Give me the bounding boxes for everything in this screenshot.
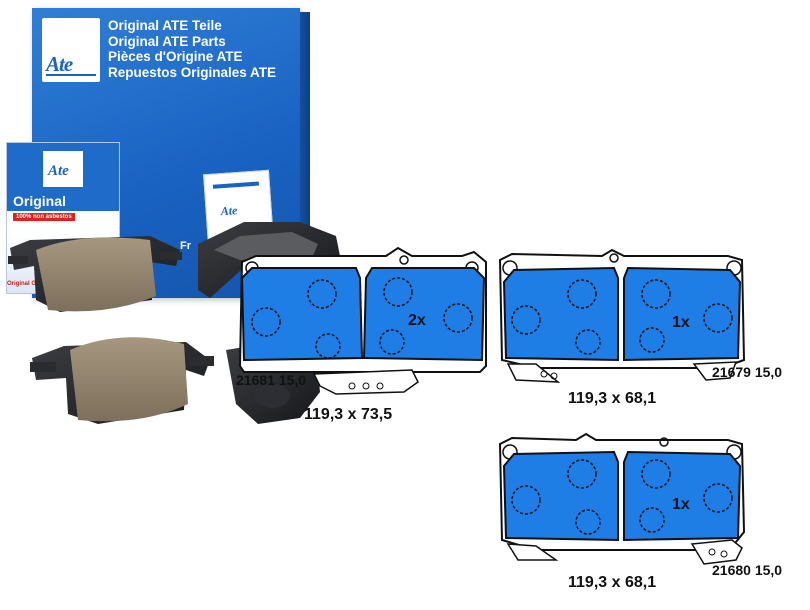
small-box-red-text: Original G	[7, 281, 37, 287]
ate-logo-text: Ate	[46, 52, 73, 76]
box-line-es: Repuestos Originales ATE	[108, 64, 277, 80]
product-box-side	[300, 12, 310, 298]
pad-1-dimensions: 119,3 x 73,5	[304, 406, 393, 423]
photo-pad-2	[30, 337, 214, 424]
small-box-asbestos: 100% non asbestos	[13, 213, 75, 221]
small-box-logo: Ate	[43, 151, 83, 187]
small-box-original: Original	[13, 193, 66, 209]
box-line-de: Original ATE Teile	[108, 18, 222, 33]
pad-1-quantity: 2x	[408, 312, 426, 329]
ate-logo: Ate	[42, 18, 100, 82]
pad-3-dimensions: 119,3 x 68,1	[568, 574, 657, 591]
pad-2-part-number: 21679 15,0	[712, 364, 783, 380]
pad-schematic-3	[498, 432, 746, 565]
ate-logo-underline	[46, 74, 96, 76]
pad-1-part-number: 21681 15,0	[236, 372, 307, 388]
pad-2-dimensions: 119,3 x 68,1	[568, 390, 657, 407]
box-line-en: Original ATE Parts	[108, 33, 226, 49]
pad-3-part-number: 21680 15,0	[712, 562, 783, 578]
pad-2-quantity: 1x	[672, 314, 690, 331]
pad-3-quantity: 1x	[672, 496, 690, 513]
box-line-fr: Pièces d'Origine ATE	[108, 49, 243, 64]
pad-schematic-1	[238, 246, 487, 395]
pad-schematic-2	[498, 248, 746, 383]
photo-pad-1	[8, 236, 182, 312]
small-box-logo-text: Ate	[48, 163, 69, 179]
box-text-lines: Original ATE Teile Original ATE Parts Pi…	[108, 18, 276, 80]
box-side-text: Fr	[180, 240, 191, 252]
